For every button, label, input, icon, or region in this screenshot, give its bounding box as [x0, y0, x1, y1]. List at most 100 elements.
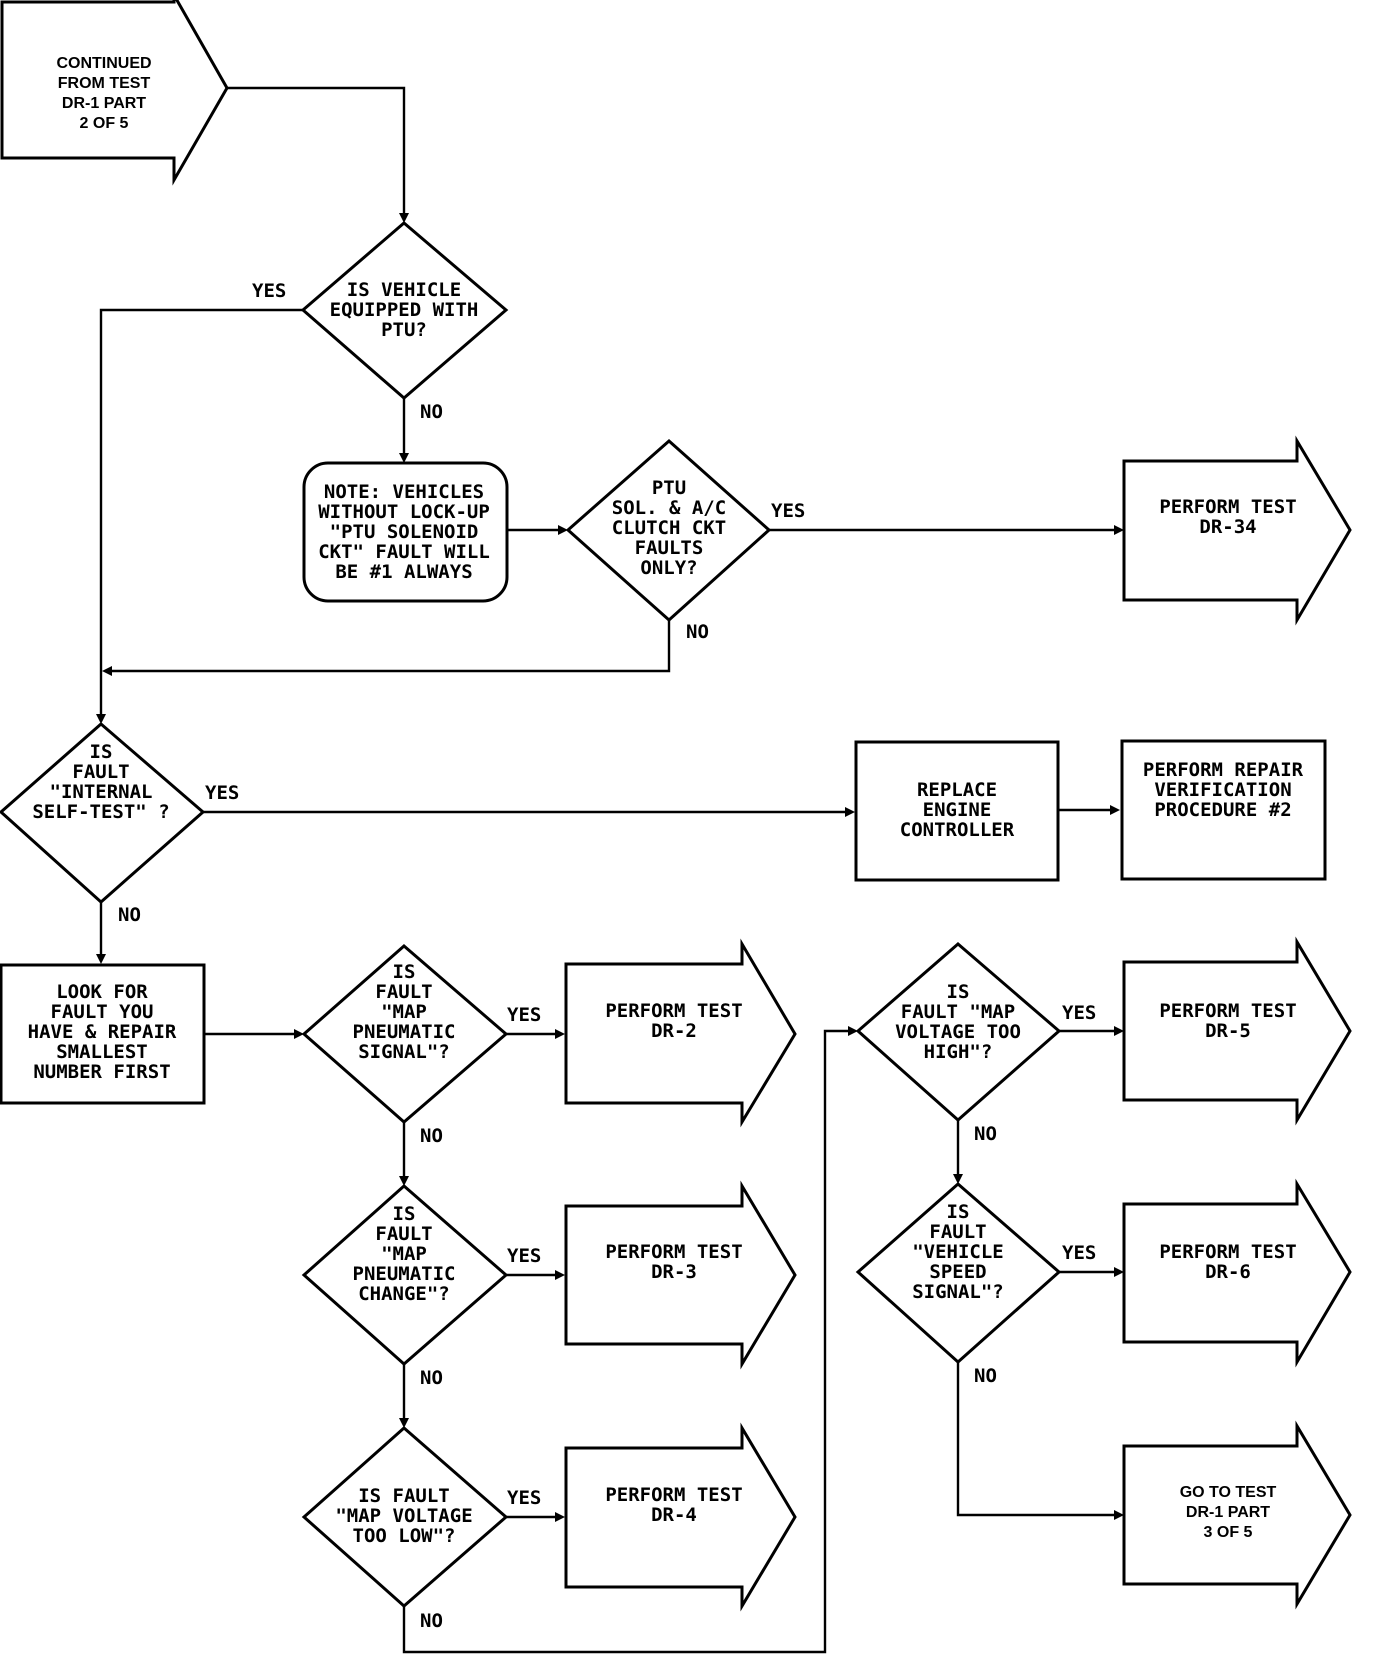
perform-test-dr-2: PERFORM TEST DR-2 — [564, 938, 797, 1128]
svg-text:DR-4: DR-4 — [651, 1504, 697, 1526]
svg-text:CONTROLLER: CONTROLLER — [900, 819, 1015, 841]
decision-ptu-equipped: IS VEHICLE EQUIPPED WITH PTU? — [300, 221, 509, 400]
svg-text:2 OF 5: 2 OF 5 — [80, 115, 129, 132]
label-yes: YES — [1062, 1242, 1096, 1264]
arrowhead — [953, 1174, 963, 1184]
edge-labels: YES NO YES NO YES NO YES NO YES NO YES N… — [118, 280, 1096, 1632]
arrowhead — [1114, 1026, 1124, 1036]
svg-text:GO TO TEST: GO TO TEST — [1180, 1484, 1277, 1501]
perform-test-dr-4: PERFORM TEST DR-4 — [564, 1422, 797, 1612]
svg-text:SPEED: SPEED — [929, 1261, 986, 1283]
decision-map-pneumatic-signal: IS FAULT "MAP PNEUMATIC SIGNAL"? — [301, 944, 509, 1124]
svg-text:IS: IS — [393, 961, 416, 983]
label-no: NO — [974, 1123, 997, 1145]
arrowhead — [96, 954, 106, 964]
label-no: NO — [420, 1367, 443, 1389]
svg-text:VERIFICATION: VERIFICATION — [1154, 779, 1291, 801]
svg-text:"MAP: "MAP — [381, 1243, 427, 1265]
perform-test-dr-6: PERFORM TEST DR-6 — [1122, 1178, 1352, 1368]
svg-text:CKT" FAULT WILL: CKT" FAULT WILL — [318, 541, 490, 563]
svg-text:FAULT YOU: FAULT YOU — [51, 1001, 154, 1023]
label-no: NO — [420, 401, 443, 423]
svg-text:PERFORM TEST: PERFORM TEST — [1159, 496, 1296, 518]
svg-text:PNEUMATIC: PNEUMATIC — [353, 1263, 456, 1285]
svg-text:DR-6: DR-6 — [1205, 1261, 1251, 1283]
svg-text:DR-3: DR-3 — [651, 1261, 697, 1283]
arrowhead — [399, 1418, 409, 1428]
svg-text:ENGINE: ENGINE — [923, 799, 992, 821]
label-yes: YES — [1062, 1002, 1096, 1024]
svg-text:"MAP VOLTAGE: "MAP VOLTAGE — [335, 1505, 472, 1527]
arrowhead — [555, 1512, 565, 1522]
svg-text:WITHOUT LOCK-UP: WITHOUT LOCK-UP — [318, 501, 490, 523]
arrowhead — [96, 714, 106, 724]
label-yes: YES — [771, 500, 805, 522]
svg-text:PTU?: PTU? — [381, 319, 427, 341]
perform-test-dr-5: PERFORM TEST DR-5 — [1122, 936, 1352, 1126]
svg-text:HAVE & REPAIR: HAVE & REPAIR — [28, 1021, 177, 1043]
svg-text:"VEHICLE: "VEHICLE — [912, 1241, 1004, 1263]
svg-text:SMALLEST: SMALLEST — [56, 1041, 148, 1063]
svg-text:IS: IS — [393, 1203, 416, 1225]
arrowhead — [294, 1029, 304, 1039]
arrowhead — [399, 1176, 409, 1186]
svg-text:IS VEHICLE: IS VEHICLE — [347, 279, 461, 301]
label-yes: YES — [205, 782, 239, 804]
svg-text:PTU: PTU — [652, 477, 686, 499]
svg-text:DR-1 PART: DR-1 PART — [1186, 1504, 1270, 1521]
arrowhead — [399, 453, 409, 463]
svg-text:FAULT: FAULT — [72, 761, 129, 783]
svg-text:PERFORM TEST: PERFORM TEST — [605, 1484, 742, 1506]
connectors — [96, 86, 1124, 1654]
svg-text:SOL. & A/C: SOL. & A/C — [612, 497, 726, 519]
arrowhead — [102, 666, 112, 676]
svg-text:LOOK FOR: LOOK FOR — [56, 981, 148, 1003]
decision-vehicle-speed-signal: IS FAULT "VEHICLE SPEED SIGNAL"? — [855, 1182, 1062, 1365]
svg-text:"INTERNAL: "INTERNAL — [50, 781, 153, 803]
svg-text:SIGNAL"?: SIGNAL"? — [912, 1281, 1004, 1303]
svg-text:REPLACE: REPLACE — [917, 779, 997, 801]
svg-text:TOO LOW"?: TOO LOW"? — [353, 1525, 456, 1547]
svg-text:PERFORM REPAIR: PERFORM REPAIR — [1143, 759, 1304, 781]
label-yes: YES — [252, 280, 286, 302]
svg-text:HIGH"?: HIGH"? — [924, 1041, 993, 1063]
perform-test-dr-3: PERFORM TEST DR-3 — [564, 1180, 797, 1370]
decision-map-pneumatic-change: IS FAULT "MAP PNEUMATIC CHANGE"? — [301, 1184, 509, 1366]
edge-ptu-faults-no — [110, 620, 671, 673]
svg-text:SIGNAL"?: SIGNAL"? — [358, 1041, 450, 1063]
svg-text:BE #1 ALWAYS: BE #1 ALWAYS — [335, 561, 472, 583]
svg-text:IS: IS — [947, 981, 970, 1003]
svg-text:EQUIPPED WITH: EQUIPPED WITH — [330, 299, 479, 321]
svg-text:FAULT: FAULT — [929, 1221, 986, 1243]
svg-text:CONTINUED: CONTINUED — [56, 55, 151, 72]
arrowhead — [555, 1270, 565, 1280]
svg-text:DR-1 PART: DR-1 PART — [62, 95, 146, 112]
edge-ptu-equipped-yes — [99, 308, 303, 716]
note-lockup: NOTE: VEHICLES WITHOUT LOCK-UP "PTU SOLE… — [302, 461, 509, 603]
decision-ptu-faults: PTU SOL. & A/C CLUTCH CKT FAULTS ONLY? — [565, 438, 772, 623]
svg-text:IS: IS — [90, 741, 113, 763]
perform-test-dr-34: PERFORM TEST DR-34 — [1122, 435, 1352, 626]
svg-text:PNEUMATIC: PNEUMATIC — [353, 1021, 456, 1043]
svg-text:ONLY?: ONLY? — [640, 557, 697, 579]
arrowhead — [555, 1029, 565, 1039]
label-no: NO — [420, 1125, 443, 1147]
svg-text:FROM TEST: FROM TEST — [58, 75, 151, 92]
svg-text:VOLTAGE TOO: VOLTAGE TOO — [895, 1021, 1021, 1043]
svg-text:FAULT "MAP: FAULT "MAP — [901, 1001, 1015, 1023]
svg-text:CLUTCH CKT: CLUTCH CKT — [612, 517, 726, 539]
replace-engine-controller: REPLACE ENGINE CONTROLLER — [854, 740, 1060, 882]
svg-text:IS FAULT: IS FAULT — [358, 1485, 450, 1507]
svg-text:SELF-TEST" ?: SELF-TEST" ? — [32, 801, 169, 823]
svg-text:FAULTS: FAULTS — [635, 537, 704, 559]
svg-text:NUMBER FIRST: NUMBER FIRST — [33, 1061, 170, 1083]
start-node: CONTINUED FROM TEST DR-1 PART 2 OF 5 — [0, 0, 229, 186]
svg-text:3 OF 5: 3 OF 5 — [1204, 1524, 1253, 1541]
svg-text:"MAP: "MAP — [381, 1001, 427, 1023]
svg-text:PERFORM TEST: PERFORM TEST — [1159, 1241, 1296, 1263]
decision-map-voltage-too-low: IS FAULT "MAP VOLTAGE TOO LOW"? — [301, 1426, 509, 1608]
arrowhead — [1114, 1267, 1124, 1277]
edge-map-low-no — [402, 1029, 850, 1654]
arrowhead — [399, 213, 409, 223]
arrowhead — [558, 525, 568, 535]
